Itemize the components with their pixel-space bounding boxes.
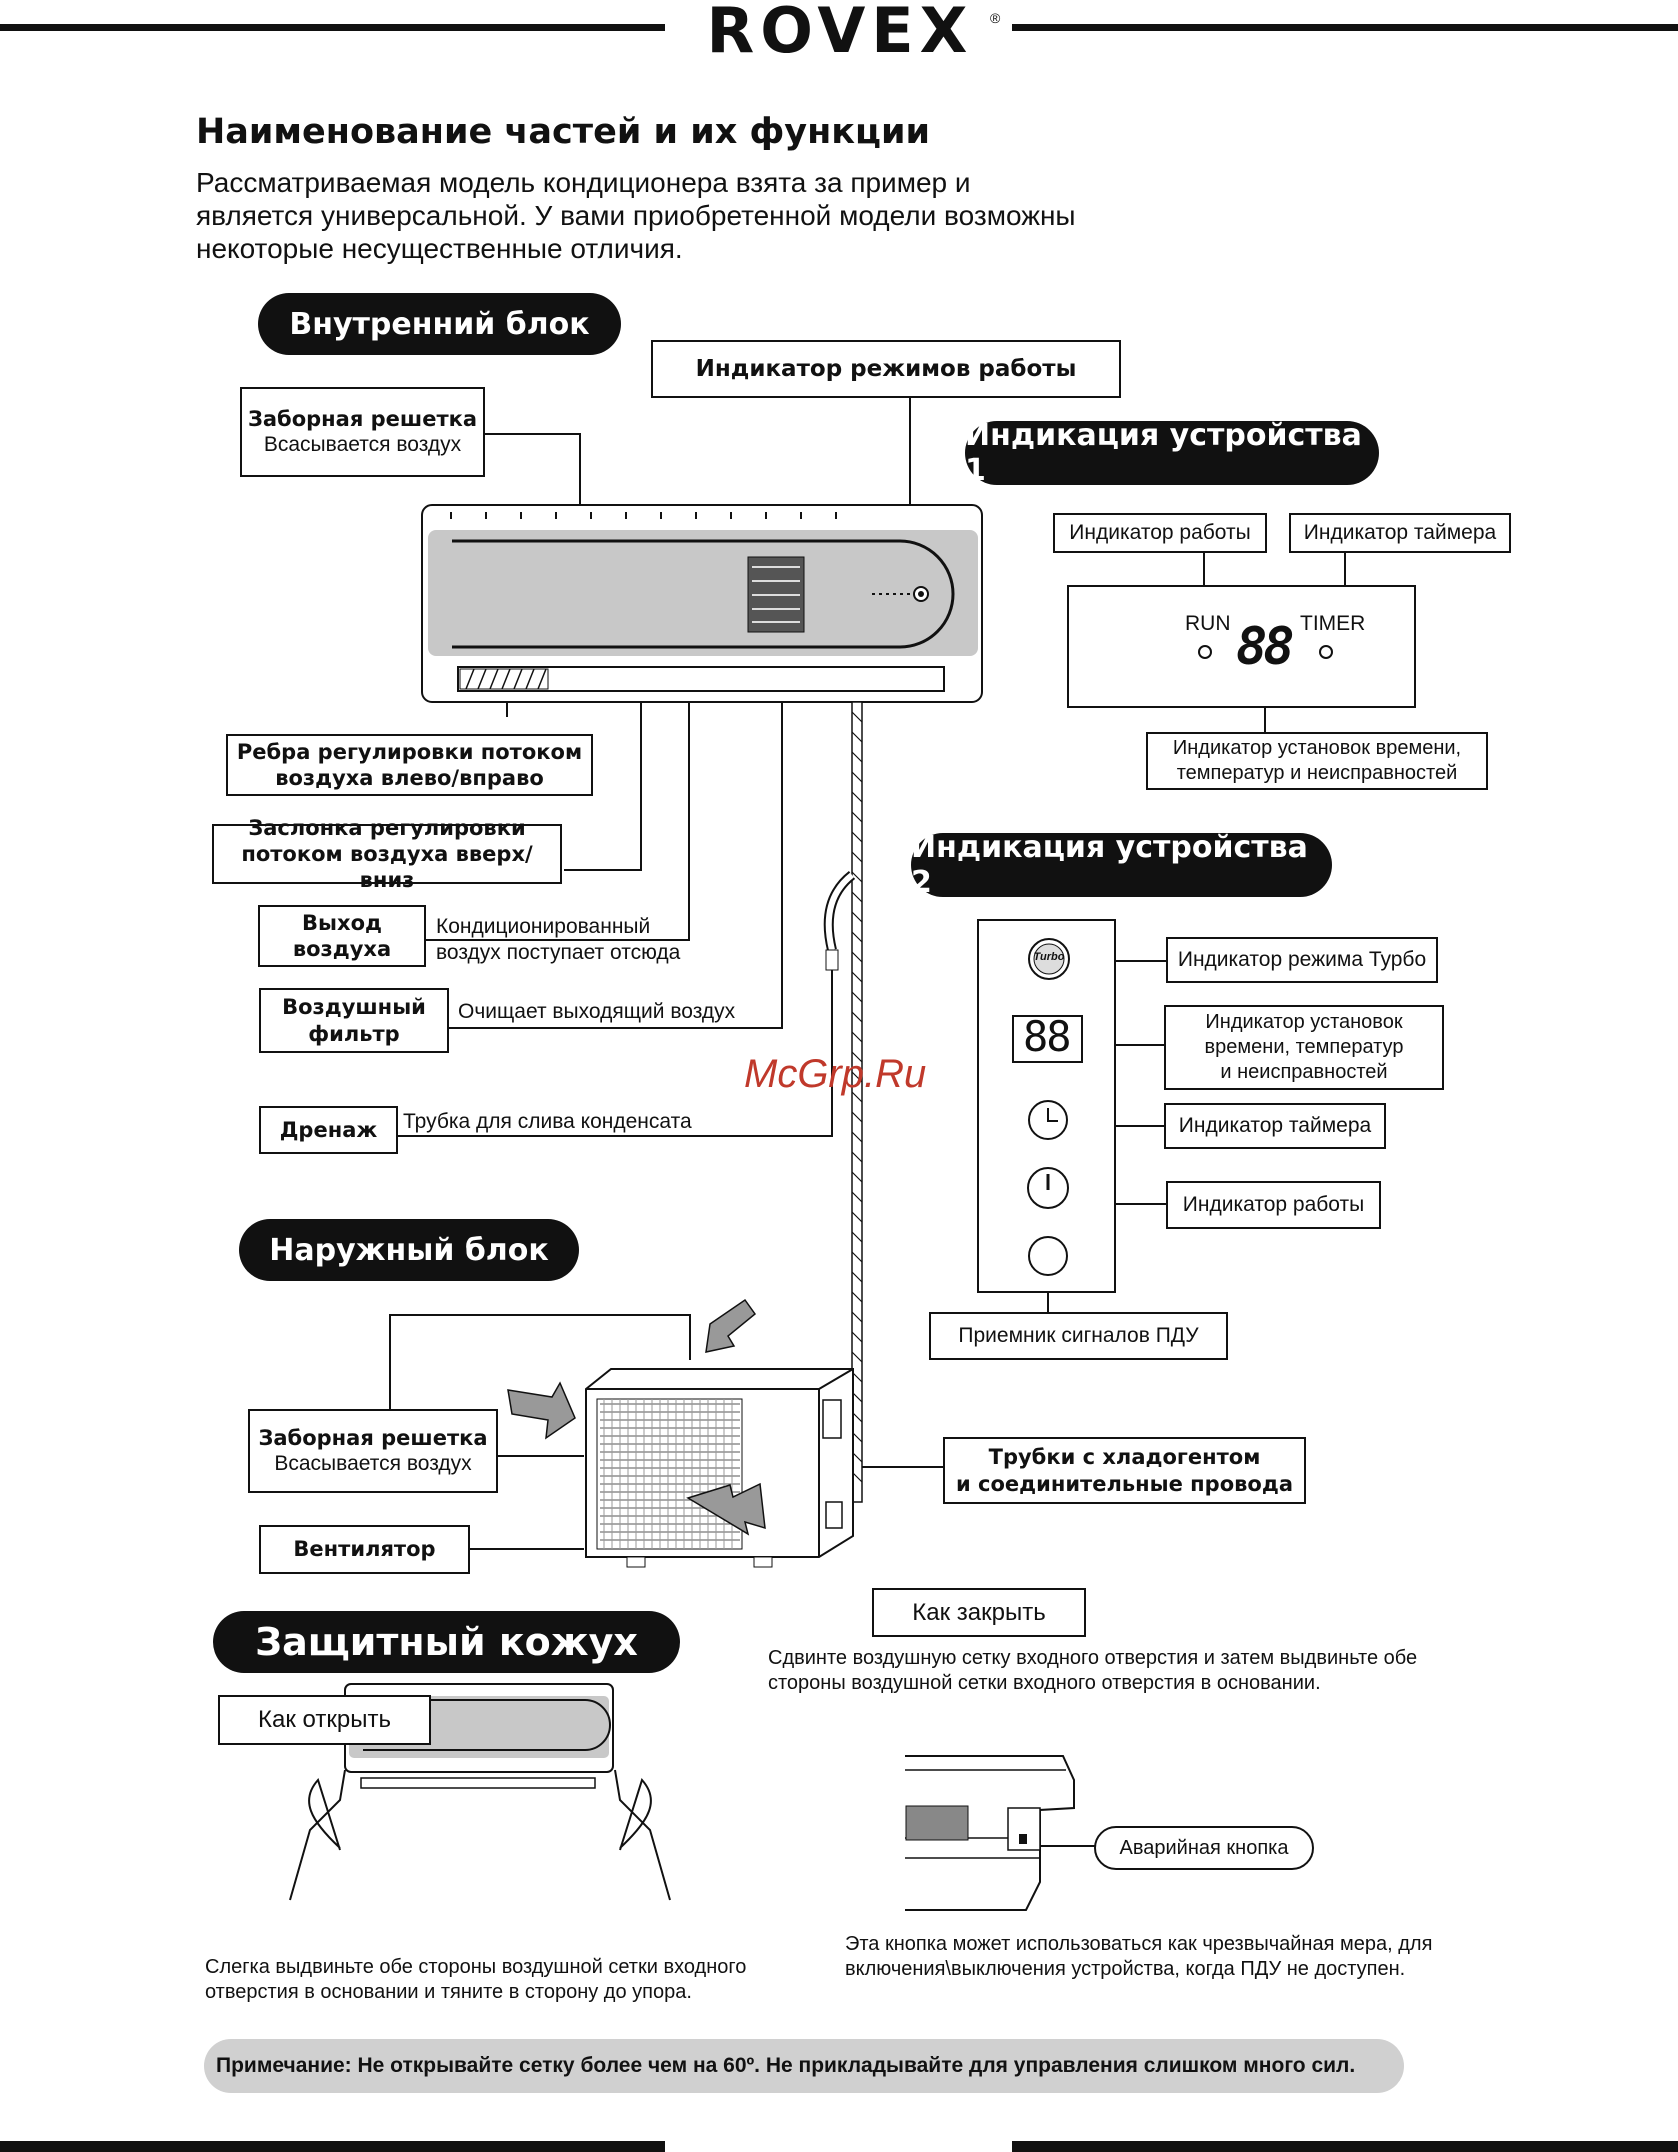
page-title: Наименование частей и их функции	[196, 112, 930, 152]
display1-settings-line: Индикатор установок времени,	[1172, 737, 1462, 759]
display2-settings-line: времени, температур	[1204, 1036, 1404, 1058]
mode-indicator-label: Индикатор режимов работы	[651, 340, 1121, 398]
intro-line: некоторые несущественные отличия.	[196, 233, 683, 264]
open-desc-line: Слегка выдвиньте обе стороны воздушной с…	[205, 1956, 747, 1978]
timer-indicator-text: Индикатор таймера	[1303, 520, 1497, 544]
watermark: McGrp.Ru	[744, 1052, 927, 1096]
display2-panel	[977, 919, 1116, 1293]
indoor-unit-pill: Внутренний блок	[258, 293, 621, 355]
turbo-indicator-text: Индикатор режима Турбо	[1177, 947, 1427, 971]
how-to-close-label: Как закрыть	[872, 1588, 1086, 1637]
air-filter-desc: Очищает выходящий воздух	[458, 1000, 736, 1023]
louvers-line: Ребра регулировки потоком	[236, 739, 583, 764]
fan-title: Вентилятор	[293, 1537, 436, 1562]
how-to-close-text: Как закрыть	[912, 1598, 1046, 1626]
flap-line: потоком воздуха вверх/вниз	[241, 841, 533, 893]
open-desc-line: отверстия в основании и тяните в сторону…	[205, 1981, 692, 2003]
turbo-indicator-label: Индикатор режима Турбо	[1166, 937, 1438, 983]
emergency-desc-line: включения\выключения устройства, когда П…	[845, 1958, 1406, 1980]
intro-line: Рассматриваемая модель кондиционера взят…	[196, 167, 971, 198]
air-outlet-line: воздуха	[292, 937, 392, 961]
pipes-label: Трубки с хладогентом и соединительные пр…	[943, 1437, 1306, 1504]
intro-text: Рассматриваемая модель кондиционера взят…	[196, 166, 1076, 265]
emergency-desc-line: Эта кнопка может использоваться как чрез…	[845, 1933, 1433, 1955]
louvers-label: Ребра регулировки потоком воздуха влево/…	[226, 734, 593, 796]
outdoor-intake-grille-label: Заборная решетка Всасывается воздух	[248, 1409, 498, 1493]
drain-title: Дренаж	[279, 1117, 378, 1142]
emergency-button-label: Аварийная кнопка	[1094, 1826, 1314, 1870]
run-indicator-text: Индикатор работы	[1069, 520, 1251, 544]
pipes-line: Трубки с хладогентом	[988, 1445, 1261, 1470]
intake-grille-label: Заборная решетка Всасывается воздух	[240, 387, 485, 477]
note-text: Примечание: Не открывайте сетку более че…	[216, 2054, 1356, 2077]
air-filter-line: фильтр	[308, 1021, 400, 1046]
display2-settings-line: Индикатор установок	[1205, 1011, 1403, 1033]
refrigerant-pipe	[823, 701, 863, 1503]
footer-rule-left	[0, 2141, 665, 2152]
display1-pill: Индикация устройства 1	[965, 418, 1379, 488]
display1-settings-label: Индикатор установок времени, температур …	[1146, 732, 1488, 790]
display1-settings-line: температур и неисправностей	[1176, 762, 1458, 784]
turbo-icon: Turbo	[1033, 951, 1065, 963]
display2-timer-text: Индикатор таймера	[1178, 1113, 1372, 1137]
header-rule-right	[1012, 24, 1678, 31]
outdoor-intake-grille-sub: Всасывается воздух	[274, 1452, 472, 1475]
how-to-open-label: Как открыть	[218, 1695, 431, 1745]
emergency-desc: Эта кнопка может использоваться как чрез…	[845, 1932, 1432, 1982]
how-to-open-text: Как открыть	[258, 1706, 391, 1733]
air-outlet-label: Выход воздуха	[258, 905, 426, 967]
display1-panel	[1067, 585, 1416, 708]
note-banner: Примечание: Не открывайте сетку более че…	[204, 2039, 1404, 2093]
display2-settings-label: Индикатор установок времени, температур …	[1164, 1005, 1444, 1090]
protective-cover-pill: Защитный кожух	[213, 1611, 680, 1673]
run-text: RUN	[1185, 612, 1231, 635]
mode-indicator-title: Индикатор режимов работы	[695, 355, 1077, 382]
display1-digits: 88	[1236, 617, 1295, 677]
open-desc: Слегка выдвиньте обе стороны воздушной с…	[205, 1955, 746, 2005]
emergency-button-drawing	[905, 1755, 1075, 1911]
flap-label: Заслонка регулировки потоком воздуха вве…	[212, 816, 562, 892]
display2-run-text: Индикатор работы	[1182, 1192, 1365, 1216]
display2-run-label: Индикатор работы	[1166, 1181, 1381, 1229]
display2-timer-label: Индикатор таймера	[1164, 1103, 1386, 1149]
timer-indicator-label: Индикатор таймера	[1289, 513, 1511, 553]
brand-registered-mark: ®	[990, 10, 1001, 26]
intake-grille-title: Заборная решетка	[247, 406, 478, 431]
fan-label: Вентилятор	[259, 1525, 470, 1574]
intake-grille-sub: Всасывается воздух	[263, 433, 462, 456]
outdoor-unit-pill: Наружный блок	[239, 1219, 579, 1281]
indoor-unit-drawing	[421, 504, 983, 703]
brand-logo: ROVEX	[706, 0, 974, 67]
display2-digits: 88	[1023, 1012, 1072, 1061]
air-outlet-desc: Кондиционированный воздух поступает отсю…	[436, 914, 680, 967]
drain-desc: Трубка для слива конденсата	[403, 1110, 692, 1133]
flap-line: Заслонка регулировки	[248, 815, 526, 840]
air-outlet-line: Выход	[302, 910, 382, 935]
display2-settings-line: и неисправностей	[1220, 1061, 1388, 1083]
header-rule-left	[0, 24, 665, 31]
close-desc-line: стороны воздушной сетки входного отверст…	[768, 1672, 1321, 1694]
drain-label: Дренаж	[259, 1106, 398, 1154]
outdoor-unit-drawing	[507, 1298, 854, 1568]
louvers-line: воздуха влево/вправо	[275, 766, 544, 790]
receiver-text: Приемник сигналов ПДУ	[958, 1323, 1199, 1347]
display2-pill: Индикация устройства 2	[911, 830, 1332, 900]
run-indicator-label: Индикатор работы	[1053, 513, 1267, 553]
air-filter-line: Воздушный	[282, 995, 426, 1020]
air-outlet-desc-line: Кондиционированный	[436, 915, 651, 938]
footer-rule-right	[1012, 2141, 1678, 2152]
close-desc-line: Сдвинте воздушную сетку входного отверст…	[768, 1647, 1418, 1669]
emergency-button-text: Аварийная кнопка	[1119, 1836, 1289, 1859]
air-outlet-desc-line: воздух поступает отсюда	[436, 941, 681, 965]
timer-text: TIMER	[1300, 612, 1366, 635]
pipes-line: и соединительные провода	[956, 1471, 1293, 1496]
air-filter-label: Воздушный фильтр	[259, 988, 449, 1053]
outdoor-intake-grille-title: Заборная решетка	[258, 1425, 488, 1450]
receiver-label: Приемник сигналов ПДУ	[929, 1312, 1228, 1360]
intro-line: является универсальной. У вами приобрете…	[196, 200, 1076, 231]
close-desc: Сдвинте воздушную сетку входного отверст…	[768, 1646, 1417, 1696]
